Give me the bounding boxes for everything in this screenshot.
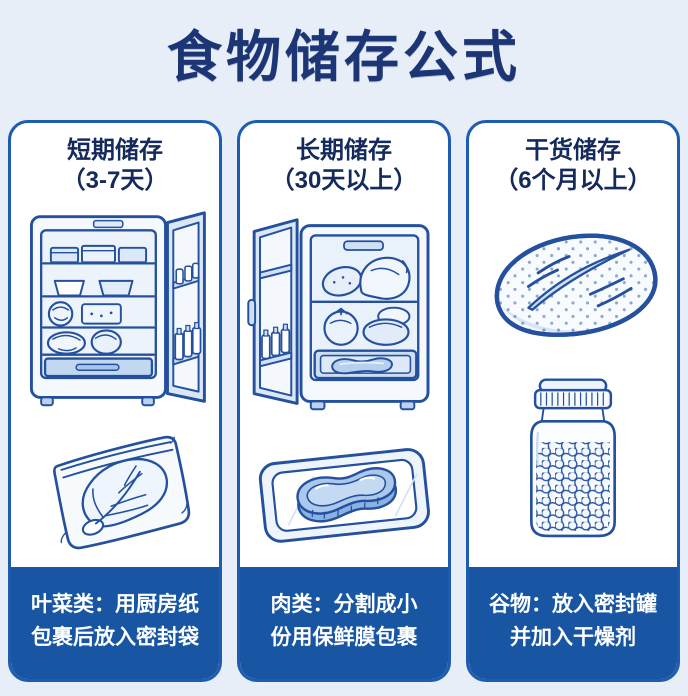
caption-line-2: 并加入干燥剂 xyxy=(510,626,636,649)
card-header: 短期储存 （3-7天） xyxy=(11,123,219,196)
page-title: 食物储存公式 xyxy=(166,26,521,88)
card-illustrations xyxy=(11,196,219,567)
caption-line-1: 肉类：分割成小 xyxy=(270,593,418,616)
open-freezer-with-meat-icon xyxy=(247,217,430,410)
card-illustrations xyxy=(469,196,677,567)
card-illustrations xyxy=(240,196,448,567)
bread-loaf-icon xyxy=(494,233,658,337)
card-title: 长期储存 xyxy=(296,137,392,164)
caption-line-1: 谷物：放入密封罐 xyxy=(489,593,657,616)
card-caption: 叶菜类：用厨房纸 包裹后放入密封袋 xyxy=(11,567,219,679)
caption-line-2: 包裹后放入密封袋 xyxy=(31,626,199,649)
open-fridge-with-vegetables-icon xyxy=(29,211,206,407)
card-short-term-storage: 短期储存 （3-7天） xyxy=(8,120,222,682)
card-subtitle: （3-7天） xyxy=(61,167,169,194)
caption-line-1: 叶菜类：用厨房纸 xyxy=(31,593,199,616)
card-title: 短期储存 xyxy=(67,137,163,164)
card-dry-goods-storage: 干货储存 （6个月以上） xyxy=(466,120,680,682)
wrapped-steak-on-tray-icon xyxy=(258,448,430,544)
ziplock-bag-with-lettuce-icon xyxy=(53,435,191,550)
cards-row: 短期储存 （3-7天） xyxy=(8,120,680,682)
card-header: 干货储存 （6个月以上） xyxy=(469,123,677,196)
caption-line-2: 份用保鲜膜包裹 xyxy=(270,626,418,649)
card-caption: 肉类：分割成小 份用保鲜膜包裹 xyxy=(240,567,448,679)
card-long-term-storage: 长期储存 （30天以上） xyxy=(237,120,451,682)
card-header: 长期储存 （30天以上） xyxy=(240,123,448,196)
sealed-jar-of-grains-icon xyxy=(530,378,616,538)
card-subtitle: （6个月以上） xyxy=(494,167,652,194)
card-subtitle: （30天以上） xyxy=(270,167,418,194)
card-title: 干货储存 xyxy=(525,137,621,164)
card-caption: 谷物：放入密封罐 并加入干燥剂 xyxy=(469,567,677,679)
